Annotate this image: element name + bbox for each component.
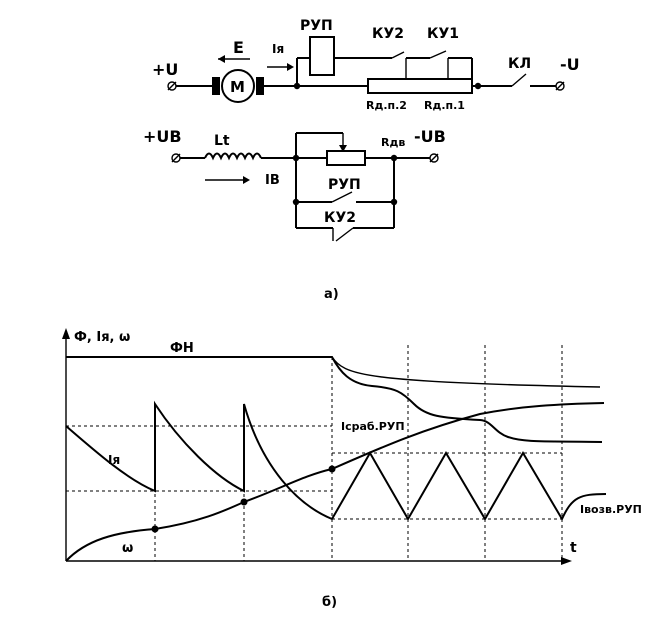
ku2-top-label: КУ2 — [372, 26, 404, 42]
motor-label: M — [230, 78, 245, 96]
kl-label: КЛ — [508, 56, 531, 72]
resistor-rdp — [367, 78, 473, 94]
y-axis-label: Ф, Iя, ω — [74, 330, 130, 345]
minus-u-label: -U — [560, 55, 580, 74]
ku2-contact — [391, 51, 405, 59]
junction — [474, 82, 482, 90]
flux-curve — [66, 356, 603, 443]
i-return-label: Iвозв.РУП — [580, 503, 642, 516]
plus-u-label: +U — [152, 60, 178, 79]
rup-contact — [331, 191, 353, 203]
phi-label: ФН — [170, 341, 194, 356]
ku1-contact — [429, 50, 447, 59]
ku1-top-label: КУ1 — [427, 26, 459, 42]
field-current-label: IB — [265, 173, 280, 188]
minus-ub-label: -UB — [414, 127, 446, 146]
caption-a: а) — [324, 287, 339, 302]
r-dv-label: Rдв — [381, 136, 405, 149]
flux-curve-upper — [331, 356, 601, 388]
rup-bottom-label: РУП — [328, 177, 361, 193]
emf-label: E — [233, 38, 244, 57]
armature-circuit: +U M E Iя РУП КУ2 КУ1 — [152, 18, 580, 112]
armature-current-curve — [65, 400, 607, 522]
x-axis-label: t — [570, 540, 577, 556]
minus-ub-terminal — [429, 153, 439, 163]
i-trip-label: Iсраб.РУП — [341, 420, 405, 433]
r-dp2-label: Rд.п.2 — [366, 99, 407, 112]
r-dp1-label: Rд.п.1 — [424, 99, 465, 112]
plus-ub-label: +UB — [143, 127, 182, 146]
armature-current-label: Iя — [272, 42, 284, 56]
rup-coil — [309, 36, 335, 76]
ku2-bottom-label: КУ2 — [324, 210, 356, 226]
motor-symbol — [221, 69, 255, 103]
time-graph: Ф, Iя, ω t ФН Iя ω Iсраб.РУП Iвозв.РУП — [62, 328, 642, 565]
omega-curve — [65, 402, 605, 562]
inductor-lt — [204, 152, 262, 161]
kl-contact — [511, 73, 527, 87]
lt-label: Lt — [214, 133, 230, 149]
omega-label: ω — [122, 541, 133, 556]
field-circuit: +UB Lt IB Rдв -UB РУП — [143, 127, 446, 242]
minus-u-terminal — [555, 81, 565, 91]
brush-right — [256, 77, 264, 95]
caption-b: б) — [322, 595, 337, 610]
ku2-contact-bottom — [335, 227, 354, 242]
current-label: Iя — [108, 453, 120, 467]
brush-left — [212, 77, 220, 95]
rheostat — [326, 150, 366, 166]
rup-top-label: РУП — [300, 18, 333, 34]
